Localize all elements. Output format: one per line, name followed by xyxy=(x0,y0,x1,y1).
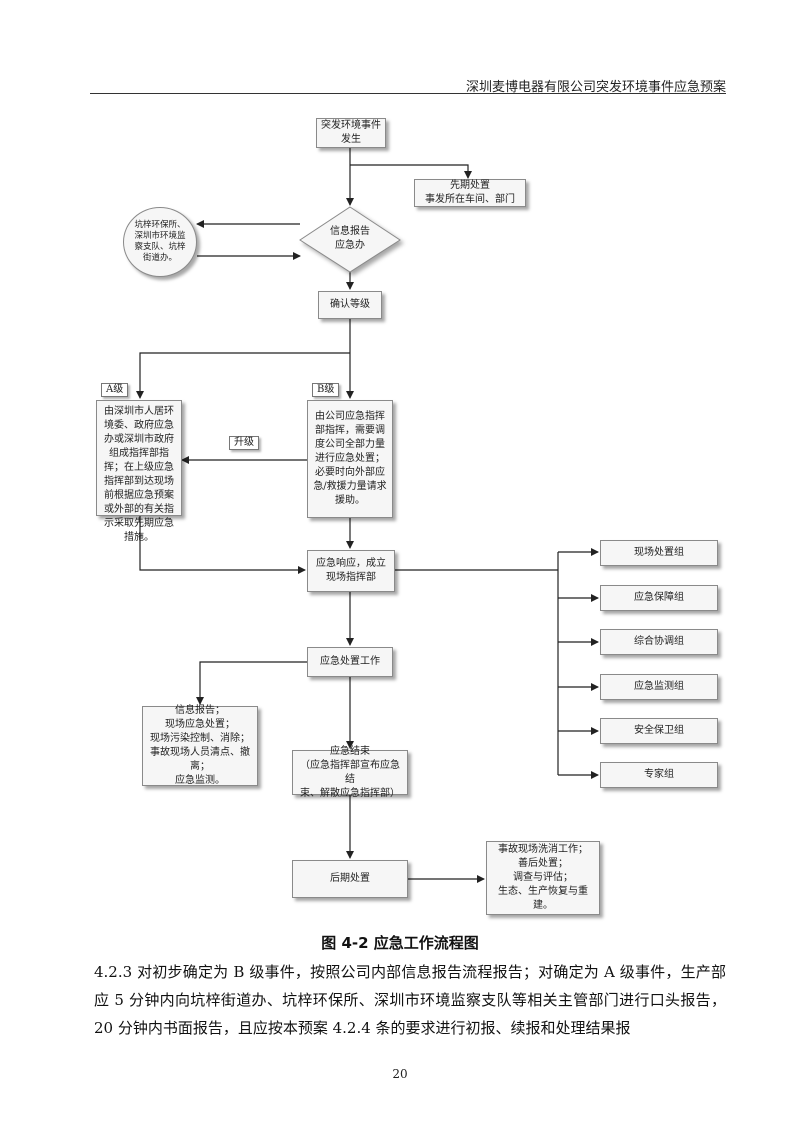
disposal-box: 应急处置工作 xyxy=(307,647,393,677)
start-box: 突发环境事件 发生 xyxy=(316,118,386,148)
report-label: 信息报告 应急办 xyxy=(330,226,370,251)
group-box: 综合协调组 xyxy=(600,629,718,655)
agencies-circle: 坑梓环保所、 深圳市环境监 察支队、坑梓 街道办。 xyxy=(123,207,197,277)
group-box: 安全保卫组 xyxy=(600,718,718,744)
info-tasks-box: 信息报告； 现场应急处置； 现场污染控制、消除； 事故现场人员清点、撤离； 应急… xyxy=(142,705,258,786)
pre-handle-box: 先期处置 事发所在车间、部门 xyxy=(414,179,526,207)
confirm-box: 确认等级 xyxy=(318,291,382,319)
group-box: 应急监测组 xyxy=(600,674,718,700)
cleanup-box: 事故现场洗消工作； 善后处置； 调查与评估； 生态、生产恢复与重建。 xyxy=(486,841,600,915)
header-rule xyxy=(90,93,726,94)
page-header: 深圳麦博电器有限公司突发环境事件应急预案 xyxy=(465,80,726,95)
response-box: 应急响应，成立现场指挥部 xyxy=(307,550,395,592)
upgrade-tag: 升级 xyxy=(229,436,259,450)
page-number: 20 xyxy=(392,1067,408,1081)
level-b-box: 由公司应急指挥部指挥，需要调度公司全部力量进行应急处置；必要时向外部应急/救援力… xyxy=(307,400,393,518)
figure-caption: 图 4-2 应急工作流程图 xyxy=(321,934,479,952)
group-box: 现场处置组 xyxy=(600,540,718,566)
level-b-tag: B级 xyxy=(312,383,340,397)
level-a-box: 由深圳市人居环境委、政府应急办或深圳市政府组成指挥部指挥；在上级应急指挥部到达现… xyxy=(96,400,182,543)
post-box: 后期处置 xyxy=(292,860,408,898)
flowchart-connectors xyxy=(136,148,599,883)
body-paragraph: 4.2.3 对初步确定为 B 级事件，按照公司内部信息报告流程报告；对确定为 A… xyxy=(94,958,726,1042)
report-diamond xyxy=(299,206,401,273)
group-box: 专家组 xyxy=(600,762,718,788)
paragraph-text: 4.2.3 对初步确定为 B 级事件，按照公司内部信息报告流程报告；对确定为 A… xyxy=(94,963,726,1037)
level-a-tag: A级 xyxy=(101,383,129,397)
group-box: 应急保障组 xyxy=(600,585,718,611)
end-box: 应急结束 （应急指挥部宣布应急结 束、解散应急指挥部） xyxy=(292,746,408,799)
